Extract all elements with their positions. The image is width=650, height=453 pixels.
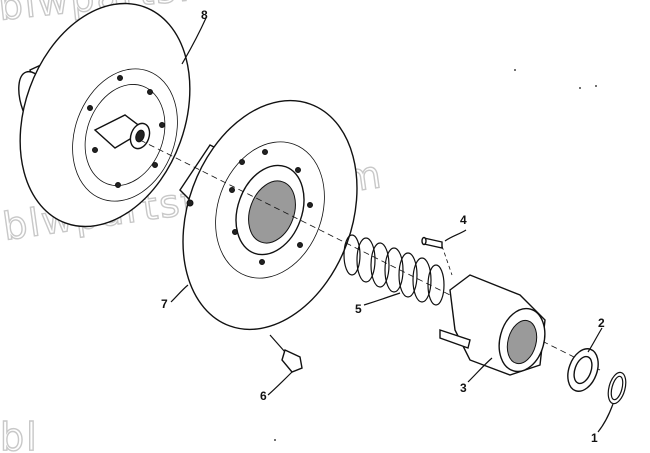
part-label-3: 3 (460, 381, 467, 395)
screw (269, 334, 303, 373)
part-label-4: 4 (460, 213, 467, 227)
cam (439, 274, 546, 376)
shaft-axis-line (139, 139, 601, 371)
part-label-7: 7 (161, 297, 168, 311)
part-label-2: 2 (598, 316, 605, 330)
watermark-text-bottom: bl (0, 415, 39, 453)
washer (567, 348, 599, 392)
scan-specks (274, 69, 597, 441)
part-label-5: 5 (355, 302, 362, 316)
part-labels: 8 7 5 4 3 2 1 6 (161, 8, 605, 445)
part-label-8: 8 (201, 8, 208, 22)
snap-ring (607, 371, 627, 405)
leader-lines (170, 17, 614, 433)
movable-sheave (179, 99, 358, 331)
part-label-1: 1 (591, 431, 598, 445)
part-label-6: 6 (260, 389, 267, 403)
pin (421, 236, 453, 276)
spring (343, 234, 445, 306)
fixed-sheave (18, 2, 191, 228)
watermark-text-top: blwpartsfiche.com (0, 0, 382, 29)
